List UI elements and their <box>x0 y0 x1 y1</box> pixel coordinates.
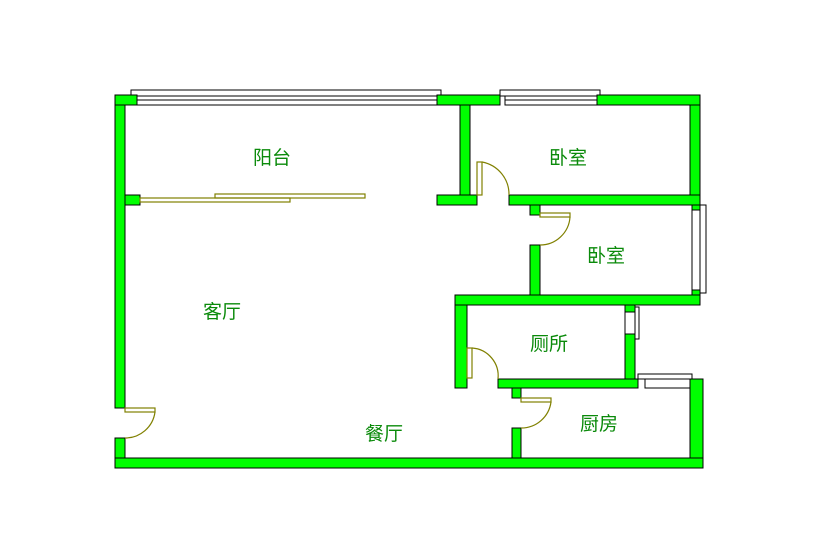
sliding-door-panel <box>139 197 291 203</box>
room-label-kitchen: 厨房 <box>580 413 619 435</box>
room-label-bedroom1: 卧室 <box>549 147 588 169</box>
sliding-door-panel <box>214 193 366 199</box>
doors <box>124 161 571 439</box>
walls <box>114 94 704 469</box>
windows <box>130 89 707 389</box>
room-label-balcony: 阳台 <box>253 147 292 169</box>
room-label-bedroom2: 卧室 <box>587 245 626 267</box>
room-label-toilet: 厕所 <box>530 333 569 355</box>
room-label-dining-room: 餐厅 <box>365 423 404 445</box>
room-label-living-room: 客厅 <box>203 301 242 323</box>
